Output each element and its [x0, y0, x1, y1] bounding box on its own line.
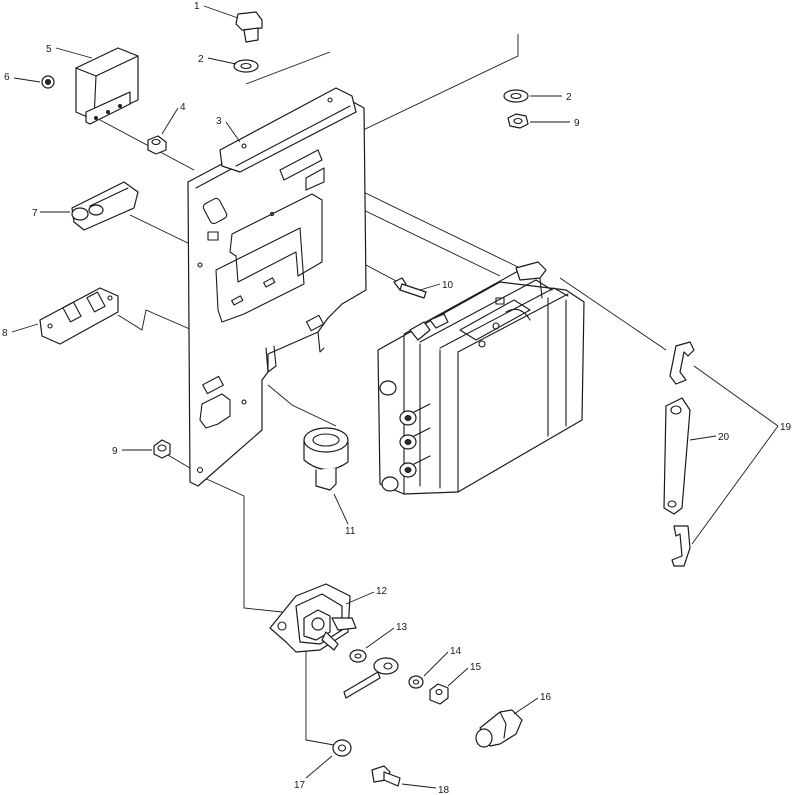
part-2-washer-left	[233, 59, 259, 73]
part-20-strap	[663, 397, 691, 515]
callout-15: 15	[470, 662, 482, 673]
part-11-grommet	[303, 427, 349, 491]
part-19-hook-upper	[669, 341, 695, 385]
callout-leaders	[11, 5, 779, 789]
part-2-washer-right	[503, 89, 529, 103]
callout-13: 13	[396, 622, 408, 633]
callout-20: 20	[718, 432, 730, 443]
callout-6: 6	[4, 72, 10, 83]
part-13-lockwasher	[349, 649, 367, 663]
callout-7: 7	[32, 208, 38, 219]
callout-11: 11	[345, 526, 356, 537]
callout-3: 3	[216, 116, 222, 127]
part-8-terminal-plate	[39, 287, 119, 345]
part-10-pin	[393, 277, 427, 299]
part-9-nut-right	[507, 113, 529, 129]
part-16-terminal-boot	[475, 709, 523, 748]
callout-16: 16	[540, 692, 552, 703]
part-6-grommet	[41, 75, 55, 89]
callout-2-left: 2	[198, 54, 204, 65]
battery-housing	[377, 261, 585, 495]
callout-8: 8	[2, 328, 8, 339]
part-5-relay-box	[75, 47, 139, 125]
callout-9-left: 9	[112, 446, 118, 457]
part-12-solenoid	[269, 583, 357, 653]
callout-4: 4	[180, 102, 186, 113]
callout-14: 14	[450, 646, 462, 657]
part-14-washer	[408, 675, 424, 689]
callout-12: 12	[376, 586, 388, 597]
part-18-screw	[371, 765, 401, 787]
callout-1: 1	[194, 1, 200, 12]
battery-cable	[343, 657, 399, 699]
part-9-nut-left	[153, 439, 171, 459]
callout-10: 10	[442, 280, 454, 291]
callout-18: 18	[438, 785, 450, 795]
part-15-nut	[429, 683, 449, 705]
part-17-washer	[332, 739, 352, 757]
part-4-spacer	[147, 135, 167, 155]
part-19-hook-lower	[671, 525, 691, 567]
callout-9-right: 9	[574, 118, 580, 129]
callout-17: 17	[294, 780, 306, 791]
part-3-shield	[219, 87, 357, 173]
part-1-bolt	[235, 11, 263, 43]
part-7-clamp	[71, 181, 139, 231]
callout-2-right: 2	[566, 92, 572, 103]
callout-19: 19	[780, 422, 792, 433]
mounting-plate	[187, 97, 367, 487]
callout-5: 5	[46, 44, 52, 55]
